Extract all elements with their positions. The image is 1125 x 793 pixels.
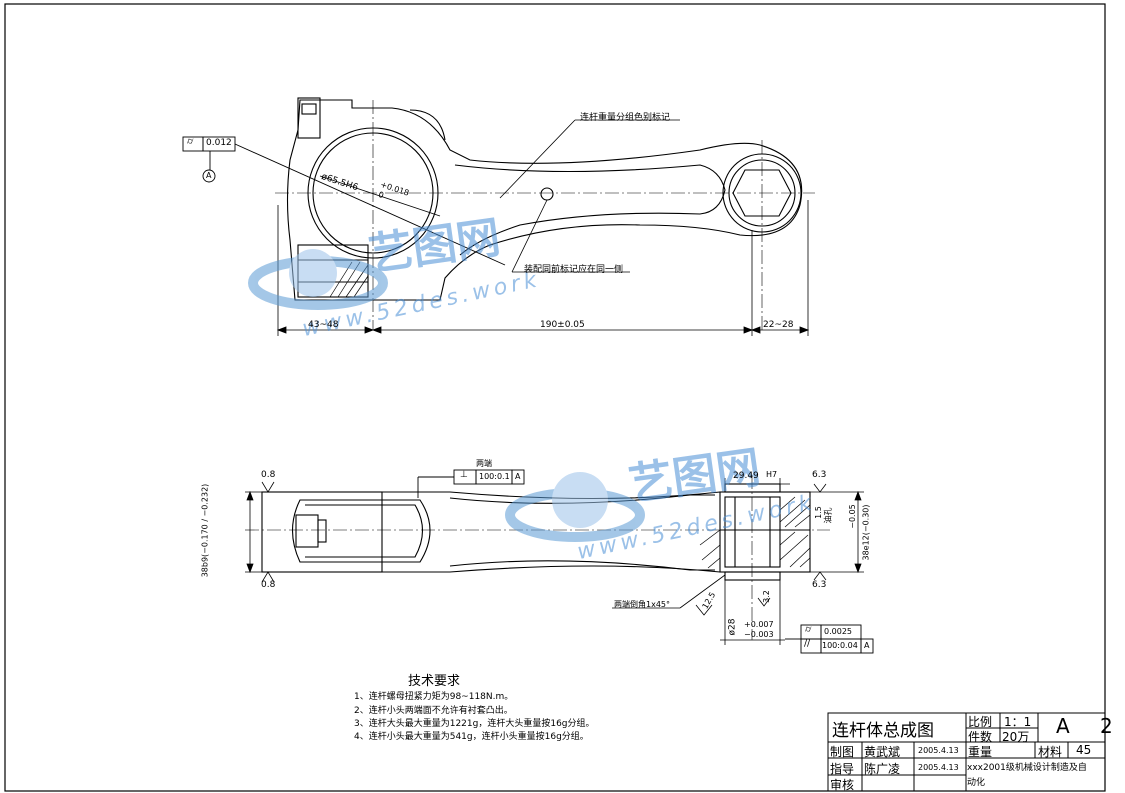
roughness-bottom-right: 6.3 [812, 580, 827, 590]
gt-frames-small-end [785, 624, 874, 654]
drawing-name: 连杆体总成图 [832, 721, 934, 741]
dim-right: 22~28 [763, 320, 794, 330]
perp-symbol: ⊥ [460, 470, 468, 480]
bushing-tol: H7 [766, 470, 778, 479]
roughness-bottom-left: 0.8 [261, 580, 276, 590]
chamfer-note: 两端倒角1x45° [614, 600, 671, 609]
drawn-date: 2005.4.13 [918, 746, 959, 755]
watermark-globe-top [248, 249, 388, 310]
width-dimension [245, 490, 864, 574]
cylindricity-frame-top [182, 136, 506, 266]
cylindricity-value-top: 0.012 [206, 138, 232, 148]
school-line-2: 动化 [967, 778, 986, 788]
weight-label: 重量 [968, 745, 993, 759]
sheet-border [4, 3, 1106, 792]
oil-hole-note: 油孔 [823, 507, 833, 524]
dim-left: 43~48 [308, 320, 339, 330]
cylindricity-symbol-top: ⌭ [187, 137, 194, 147]
side-dim: −0.05 [847, 504, 857, 529]
datum-label-top: A [206, 171, 212, 180]
chamfer-leader [612, 574, 726, 609]
material-value: 45 [1076, 743, 1092, 757]
watermark-globe-bottom [505, 472, 645, 542]
qty-label: 件数 [968, 730, 993, 744]
note-weight-group: 连杆重量分组色别标记 [580, 113, 671, 123]
guide-label: 指导 [830, 762, 855, 776]
bottom-view-hatch [699, 496, 811, 569]
scale-label: 比例 [968, 715, 993, 729]
width-dim-38b9: 38b9(−0.170 / −0.232) [200, 483, 210, 578]
tech-req-title: 技术要求 [408, 674, 461, 689]
par-symbol: // [804, 639, 811, 649]
pin-dim: ø28 [727, 618, 738, 636]
roughness-small-end: 3.2 [761, 590, 771, 603]
perp-value: 100:0.1 [479, 472, 510, 481]
perp-datum: A [515, 472, 521, 481]
perp-frame [417, 469, 525, 498]
roughness-top-right: 6.3 [812, 470, 827, 480]
bushing-dim: 29.49 [733, 471, 759, 481]
cyl-symbol-small: ⌭ [805, 625, 812, 635]
par-datum: A [864, 641, 870, 650]
tech-req-item-4: 4、连杆小头最大重量为541g，连杆小头重量按16g分组。 [354, 732, 589, 742]
side-dim-38e12: 38e12(−0.30) [861, 504, 871, 561]
sheet-code: A 2 [1056, 714, 1125, 738]
tech-req-item-1: 1、连杆螺母扭紧力矩为98~118N.m。 [354, 692, 514, 702]
note-leaders [499, 119, 680, 273]
par-value: 100:0.04 [822, 641, 858, 650]
bushing-dimension [724, 478, 790, 492]
guide-date: 2005.4.13 [918, 763, 959, 772]
pin-tol-lower: −0.003 [744, 630, 774, 639]
drawn-name: 黄武斌 [864, 745, 901, 759]
material-label: 材料 [1038, 745, 1063, 759]
pin-dimension [720, 580, 785, 645]
tech-req-item-3: 3、连杆大头最大重量为1221g，连杆大头重量按16g分组。 [354, 719, 595, 729]
guide-name: 陈广凌 [864, 762, 901, 776]
qty-value: 20万 [1002, 730, 1030, 744]
roughness-symbols [261, 481, 827, 616]
drawn-label: 制图 [830, 745, 855, 759]
dim-center: 190±0.05 [540, 320, 585, 330]
roughness-top-left: 0.8 [261, 470, 276, 480]
bore-leader [319, 175, 441, 217]
tech-req-item-2: 2、连杆小头两端面不允许有衬套凸出。 [354, 706, 513, 716]
scale-value: 1：1 [1004, 715, 1032, 729]
pin-tol-upper: +0.007 [744, 620, 774, 629]
school-line-1: xxx2001级机械设计制造及自 [967, 763, 1087, 773]
cyl-value-small: 0.0025 [824, 627, 852, 636]
both-ends-label: 两端 [476, 459, 492, 468]
top-view-centerlines [275, 100, 815, 330]
title-block-lines [827, 712, 1106, 792]
review-label: 审核 [830, 778, 855, 792]
note-assembly-mark: 装配同前标记应在同一侧 [524, 265, 624, 275]
